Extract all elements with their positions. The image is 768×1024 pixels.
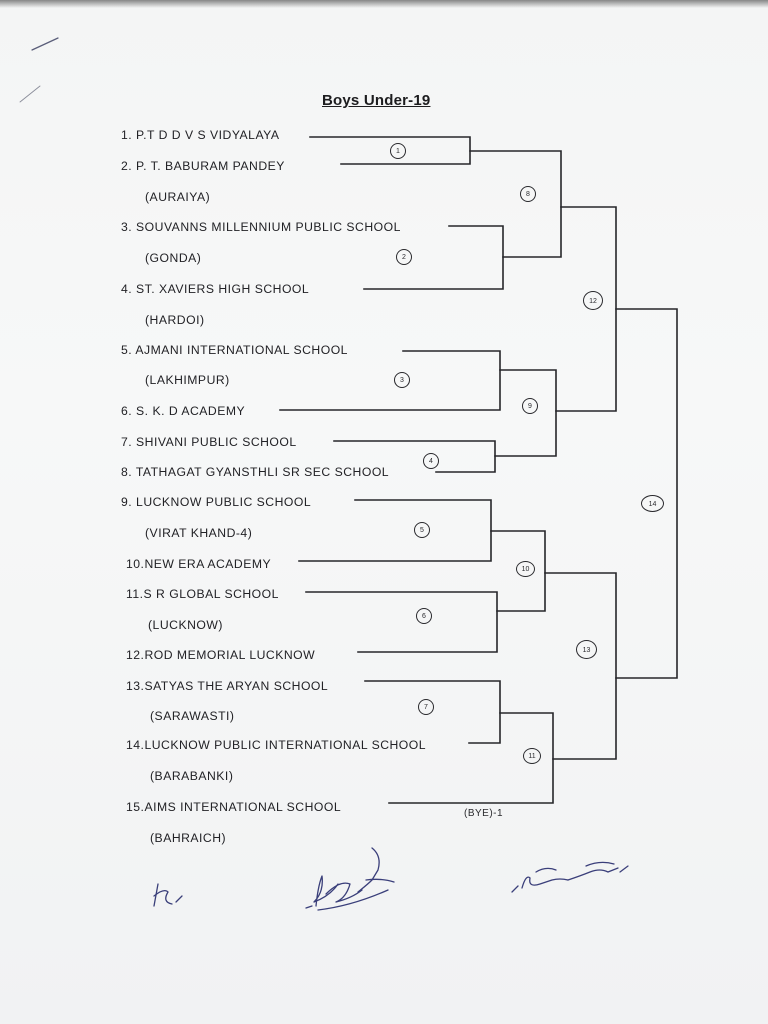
entry-11-district: (LUCKNOW) (148, 618, 223, 632)
entry-9-district: (VIRAT KHAND-4) (145, 526, 253, 540)
match-node-10: 10 (516, 561, 535, 577)
bracket-match-13 (544, 572, 617, 760)
entry-11: 11.S R GLOBAL SCHOOL (126, 587, 279, 601)
bracket-match-14 (615, 308, 678, 679)
bracket-match-6 (305, 591, 498, 653)
entry-8: 8. TATHAGAT GYANSTHLI SR SEC SCHOOL (121, 465, 390, 479)
entry-1: 1. P.T D D V S VIDYALAYA (121, 128, 280, 142)
entry-3-district: (GONDA) (145, 251, 202, 265)
entry-7: 7. SHIVANI PUBLIC SCHOOL (121, 435, 297, 449)
entry-13-district: (SARAWASTI) (150, 709, 235, 723)
entry-12: 12.ROD MEMORIAL LUCKNOW (126, 648, 316, 662)
bye-note: (BYE)-1 (464, 808, 504, 819)
signature-middle (305, 847, 395, 911)
entry-2: 2. P. T. BABURAM PANDEY (121, 159, 285, 173)
entry-10: 10.NEW ERA ACADEMY (126, 557, 272, 571)
bracket-match-11 (388, 712, 554, 804)
entry-5-district: (LAKHIMPUR) (145, 373, 230, 387)
match-node-13: 13 (576, 640, 597, 659)
match-node-14: 14 (641, 495, 664, 512)
page-title: Boys Under-19 (322, 92, 431, 109)
bracket-match-8 (469, 150, 562, 258)
match-node-4: 4 (423, 453, 439, 469)
match-node-1: 1 (390, 143, 406, 159)
entry-2-district: (AURAIYA) (145, 190, 211, 204)
signature-right (511, 861, 629, 893)
entry-14: 14.LUCKNOW PUBLIC INTERNATIONAL SCHOOL (126, 738, 427, 752)
entry-4-district: (HARDOI) (145, 313, 205, 327)
entry-5: 5. AJMANI INTERNATIONAL SCHOOL (121, 343, 348, 357)
bracket-match-9 (494, 369, 557, 457)
bracket-match-7 (364, 680, 501, 744)
pen-mark-top-left (19, 37, 59, 103)
entry-15: 15.AIMS INTERNATIONAL SCHOOL (126, 800, 342, 814)
bracket-match-3 (279, 350, 501, 411)
match-node-2: 2 (396, 249, 412, 265)
entry-14-district: (BARABANKI) (150, 769, 234, 783)
match-node-7: 7 (418, 699, 434, 715)
page-edge-shadow (0, 0, 768, 8)
entry-9: 9. LUCKNOW PUBLIC SCHOOL (121, 495, 312, 509)
match-node-12: 12 (583, 291, 603, 310)
entry-6: 6. S. K. D ACADEMY (121, 404, 246, 418)
match-node-9: 9 (522, 398, 538, 414)
entry-3: 3. SOUVANNS MILLENNIUM PUBLIC SCHOOL (121, 220, 401, 234)
entry-15-district: (BAHRAICH) (150, 831, 227, 845)
entry-13: 13.SATYAS THE ARYAN SCHOOL (126, 679, 329, 693)
match-node-11: 11 (523, 748, 541, 764)
entry-4: 4. ST. XAVIERS HIGH SCHOOL (121, 282, 310, 296)
match-node-3: 3 (394, 372, 410, 388)
signature-initials-left (153, 883, 183, 907)
match-node-6: 6 (416, 608, 432, 624)
match-node-8: 8 (520, 186, 536, 202)
match-node-5: 5 (414, 522, 430, 538)
bracket-match-10 (490, 530, 546, 612)
